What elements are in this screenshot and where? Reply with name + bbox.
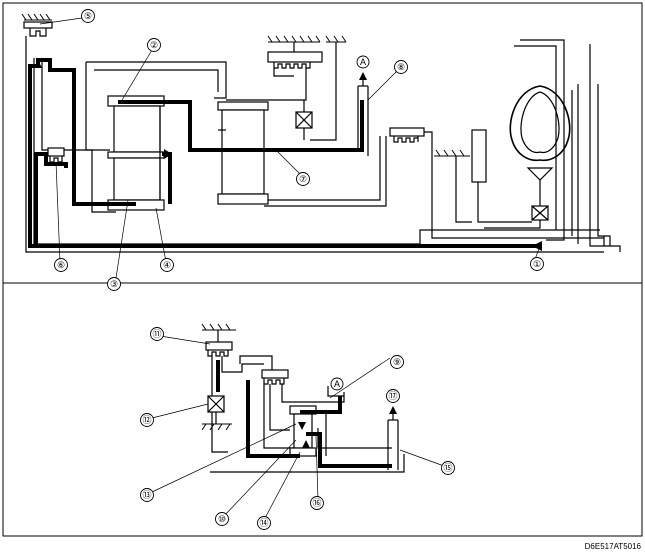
callout-label: ⑬ [142,490,151,500]
band-brake [21,13,53,37]
power-flow-branch-2 [118,100,364,152]
power-flow-lower-1 [300,396,342,414]
callout-c12: ⑫ [140,413,154,427]
small-clutch-left [47,147,65,163]
callout-c6: ⑥ [54,258,68,272]
callout-c11: ⑪ [150,327,164,341]
callout-c4: ④ [160,258,174,272]
callout-label: ⑰ [388,391,397,401]
callout-c9: ⑨ [390,355,404,369]
callout-c13: ⑬ [140,488,154,502]
power-flow-branch-1 [34,152,68,246]
flow-arrow-carrier [164,149,172,159]
callout-c16: ⑯ [310,496,324,510]
power-flow-lower-3 [306,432,392,468]
leader-lines [39,17,541,521]
callout-label: ⑥ [57,260,65,270]
callout-c14: ⑭ [257,516,271,530]
torque-converter [434,39,621,252]
lower-output-shaft [387,406,399,470]
callout-label: ⑯ [312,498,321,508]
callout-label: ② [150,40,158,50]
callout-c3: ③ [107,277,121,291]
lower-mid-clutch [261,369,289,385]
rear-planetary-set [217,101,269,205]
lower-diagram-frame [2,282,643,537]
callout-c5: ⑤ [81,9,95,23]
lower-gear-train [201,323,405,473]
output-shaft-upper [357,72,369,156]
callout-c7: ⑦ [296,172,310,186]
front-planetary-set [107,95,165,211]
connector-a-bottom: A [330,377,344,391]
one-way-clutch-upper [295,35,347,141]
callout-label: ⑪ [152,329,161,339]
flow-arrow-lower-2 [302,440,310,448]
callout-c17: ⑰ [386,389,400,403]
callout-label: ⑨ [393,357,401,367]
callout-label: ③ [110,279,118,289]
callout-label: ⑭ [259,518,268,528]
callout-c2: ② [147,38,161,52]
callout-label: ⑫ [142,415,151,425]
power-flow-branch-3 [162,152,172,204]
power-flow-path-upper [28,58,540,248]
callout-c10: ⑩ [215,512,229,526]
callout-label: ① [533,259,541,269]
connector-a-top: A [356,55,370,69]
lower-top-clutch [201,323,236,357]
top-clutch-pack [226,35,323,101]
power-flow-lower-2 [246,380,300,458]
middle-clutch-pack [264,127,604,239]
upper-diagram-frame [2,2,643,284]
flow-arrow-lower-1 [298,422,306,430]
callout-label: ⑤ [84,11,92,21]
connector-label: A [360,57,366,67]
callout-c1: ① [530,257,544,271]
callout-c8: ⑧ [394,60,408,74]
figure-code: D6E517AT5016 [585,542,642,551]
callout-c15: ⑮ [441,461,455,475]
callout-label: ⑦ [299,174,307,184]
upper-gear-train [21,13,621,253]
callout-label: ⑧ [397,62,405,72]
callout-label: ⑮ [443,463,452,473]
connector-label: A [334,379,340,389]
callout-label: ④ [163,260,171,270]
callout-label: ⑩ [218,514,226,524]
flow-arrow-input [532,241,542,251]
lower-one-way-clutch [201,395,232,431]
flow-arrow-band [34,60,42,68]
